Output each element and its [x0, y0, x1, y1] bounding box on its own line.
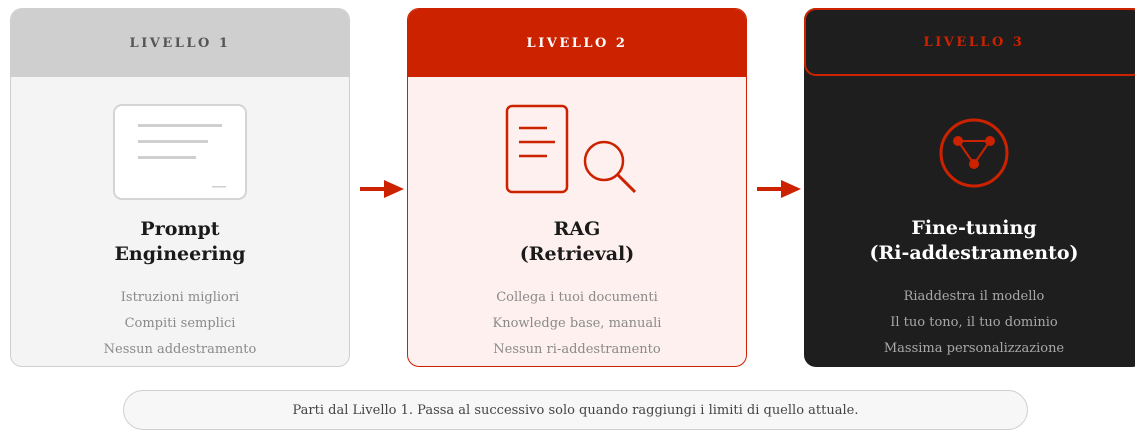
level-1-description: Istruzioni migliori Compiti semplici Nes… [11, 285, 349, 363]
network-circle-icon [804, 113, 1135, 193]
level-3-description: Riaddestra il modello Il tuo tono, il tu… [804, 284, 1135, 362]
level-3-title: Fine-tuning (Ri-addestramento) [869, 217, 1079, 264]
document-card-icon [11, 103, 349, 203]
level-1-card: LIVELLO 1 Prompt Engineering Istruzioni … [10, 8, 350, 367]
level-1-header: LIVELLO 1 [11, 9, 349, 77]
footer-note: Parti dal Livello 1. Passa al successivo… [123, 390, 1028, 430]
arrow-right-icon [360, 180, 404, 198]
document-search-icon [408, 101, 746, 199]
level-2-title: RAG (Retrieval) [519, 218, 635, 265]
level-1-line: Nessun addestramento [103, 342, 257, 357]
level-2-line: Knowledge base, manuali [492, 316, 662, 331]
level-2-card: LIVELLO 2 RAG (Retrieval) Collega i tuoi… [407, 8, 747, 367]
level-3-header: LIVELLO 3 [804, 8, 1135, 76]
level-2-line: Nessun ri-addestramento [493, 342, 661, 357]
level-1-title: Prompt Engineering [114, 218, 246, 265]
level-2-header: LIVELLO 2 [408, 9, 746, 77]
level-1-line: Compiti semplici [124, 316, 236, 331]
level-3-line: Il tuo tono, il tuo dominio [890, 315, 1058, 330]
level-3-line: Massima personalizzazione [883, 341, 1065, 356]
level-3-line: Riaddestra il modello [903, 289, 1045, 304]
level-1-line: Istruzioni migliori [120, 290, 240, 305]
footer-text: Parti dal Livello 1. Passa al successivo… [292, 402, 859, 418]
level-2-line: Collega i tuoi documenti [496, 290, 658, 305]
level-3-card: LIVELLO 3 Fine-tuning (Ri-addestramento)… [804, 8, 1135, 367]
level-2-description: Collega i tuoi documenti Knowledge base,… [408, 285, 746, 363]
arrow-right-icon [757, 180, 801, 198]
